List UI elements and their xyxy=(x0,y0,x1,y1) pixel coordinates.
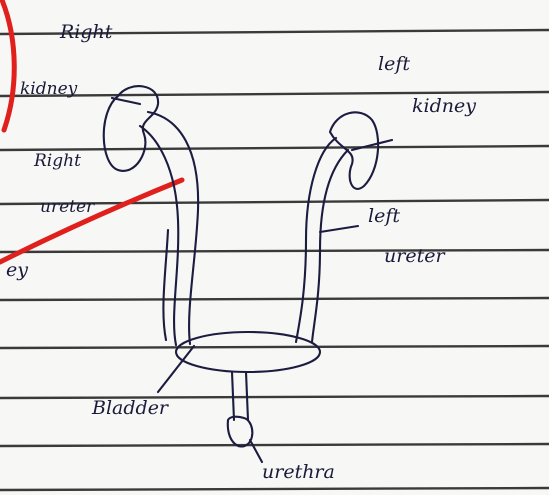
pointer-right-kidney xyxy=(112,98,140,104)
label-left-kidney-line2: kidney xyxy=(412,95,476,117)
label-bladder: Bladder xyxy=(91,397,170,419)
label-urethra: urethra xyxy=(262,461,335,483)
right-ureter-inner xyxy=(140,126,178,345)
pointer-left-ureter xyxy=(320,226,358,232)
label-right-ureter-line1: Right xyxy=(33,151,81,171)
label-right-kidney-line1: Right xyxy=(59,21,113,43)
pointer-urethra xyxy=(250,440,262,462)
red-margin-arc xyxy=(2,0,14,130)
label-left-kidney-line1: left xyxy=(378,53,410,75)
left-kidney-shape xyxy=(330,112,378,189)
rule-line xyxy=(0,346,549,348)
label-margin-fragment: ey xyxy=(6,259,28,281)
red-strike-line xyxy=(0,180,182,262)
bladder-shape xyxy=(176,332,320,372)
rule-line xyxy=(0,250,549,252)
rule-line xyxy=(0,396,549,398)
pointer-left-kidney xyxy=(352,140,392,150)
label-right-kidney-line2: kidney xyxy=(20,79,78,99)
label-right-ureter-line2: ureter xyxy=(40,197,95,217)
label-left-ureter-line2: ureter xyxy=(384,245,446,267)
urethra-tip xyxy=(228,417,253,447)
rule-line xyxy=(0,444,549,446)
rule-line xyxy=(0,488,549,490)
right-ureter-outer xyxy=(148,112,198,344)
rule-line xyxy=(0,146,549,150)
right-ureter-edge xyxy=(163,230,168,340)
left-ureter-inner xyxy=(312,150,348,342)
rule-line xyxy=(0,298,549,300)
label-left-ureter-line1: left xyxy=(368,205,400,227)
